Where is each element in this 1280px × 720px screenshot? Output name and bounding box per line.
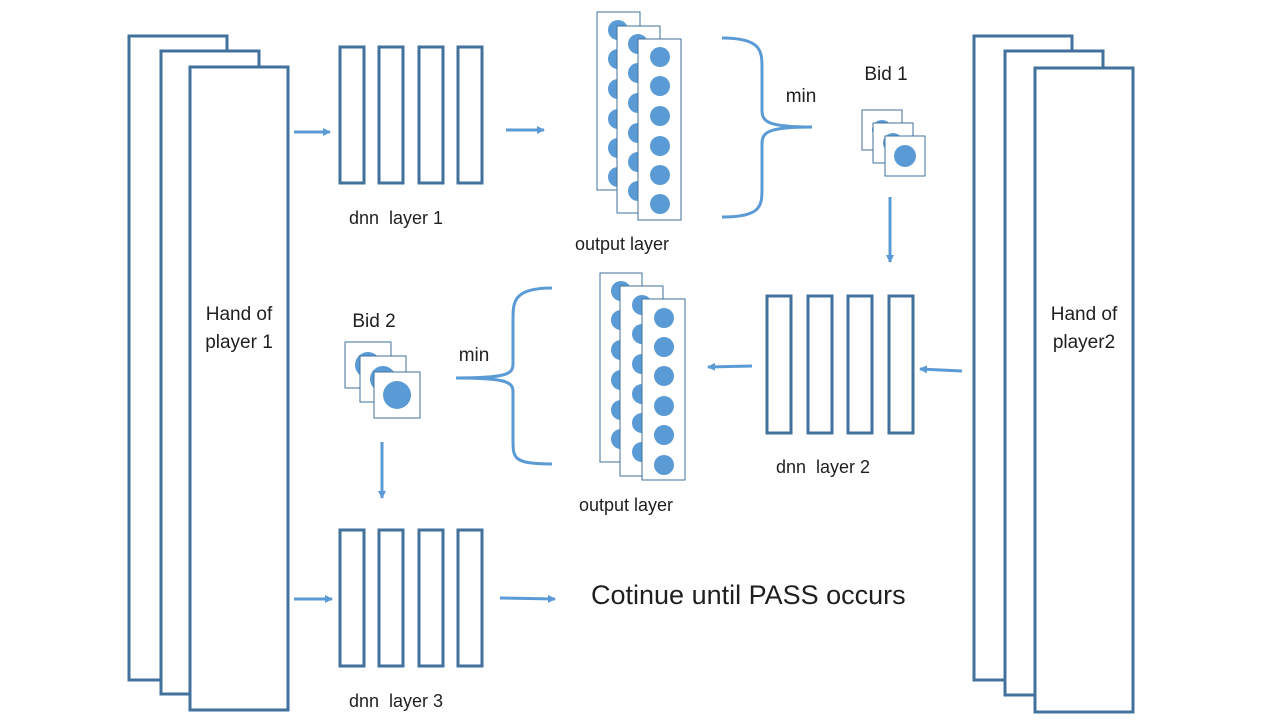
- dnn1-label: dnn layer 1: [349, 208, 443, 228]
- dnn3-bar: [377, 528, 405, 668]
- output1-node: [650, 194, 670, 214]
- min-label-2: min: [459, 345, 490, 366]
- dnn1-bar: [377, 45, 405, 185]
- player1-card-front: [188, 65, 290, 712]
- bid2-card-stack: [344, 341, 421, 419]
- min-label-1: min: [786, 86, 817, 107]
- output1-node: [650, 47, 670, 67]
- output2-label: output layer: [579, 495, 673, 515]
- output1-node: [650, 76, 670, 96]
- player1-label-line2: player 1: [205, 332, 273, 353]
- player2-hand-stack: [972, 34, 1135, 714]
- dnn3-bar: [338, 528, 366, 668]
- player2-label-line1: Hand of: [1051, 304, 1118, 325]
- output2-node: [654, 337, 674, 357]
- player2-label-line2: player2: [1053, 332, 1115, 353]
- output1-node: [650, 106, 670, 126]
- bid1-node: [894, 145, 916, 167]
- dnn1-bar: [338, 45, 366, 185]
- output2-node: [654, 366, 674, 386]
- output2-node: [654, 425, 674, 445]
- output-layer-2: [599, 272, 686, 481]
- dnn3-label: dnn layer 3: [349, 691, 443, 711]
- dnn2-bar: [887, 294, 915, 435]
- arrow-dnn2-to-output2: [707, 362, 753, 371]
- dnn-layer-3: [338, 528, 484, 668]
- output2-column-front: [641, 298, 686, 481]
- output2-node: [654, 396, 674, 416]
- output1-label: output layer: [575, 234, 669, 254]
- output1-node: [650, 165, 670, 185]
- output1-column-front: [637, 38, 682, 221]
- bid2-node: [383, 381, 411, 409]
- dnn1-bar: [417, 45, 445, 185]
- bid1-card-stack: [861, 109, 926, 177]
- dnn2-bar: [846, 294, 874, 435]
- dnn-layer-2: [765, 294, 915, 435]
- min-brace-2: [455, 286, 553, 466]
- output1-node: [650, 136, 670, 156]
- output-layer-1: [596, 11, 682, 221]
- dnn3-bar: [456, 528, 484, 668]
- arrow-player2-to-dnn2: [919, 365, 963, 374]
- dnn2-bar: [765, 294, 793, 435]
- flow-arrows: [294, 126, 963, 603]
- dnn2-label: dnn layer 2: [776, 457, 870, 477]
- dnn3-bar: [417, 528, 445, 668]
- dnn2-bar: [806, 294, 834, 435]
- dnn-layer-1: [338, 45, 484, 185]
- player1-label-line1: Hand of: [206, 304, 273, 325]
- continue-text: Cotinue until PASS occurs: [591, 580, 906, 610]
- player2-card-front: [1033, 66, 1135, 714]
- player1-hand-stack: [127, 34, 290, 712]
- output2-node: [654, 455, 674, 475]
- min-brace-1: [721, 36, 813, 219]
- bid2-label: Bid 2: [352, 311, 395, 332]
- arrow-dnn3-to-continue: [499, 594, 556, 603]
- bid1-label: Bid 1: [864, 64, 907, 85]
- dnn1-bar: [456, 45, 484, 185]
- output2-node: [654, 308, 674, 328]
